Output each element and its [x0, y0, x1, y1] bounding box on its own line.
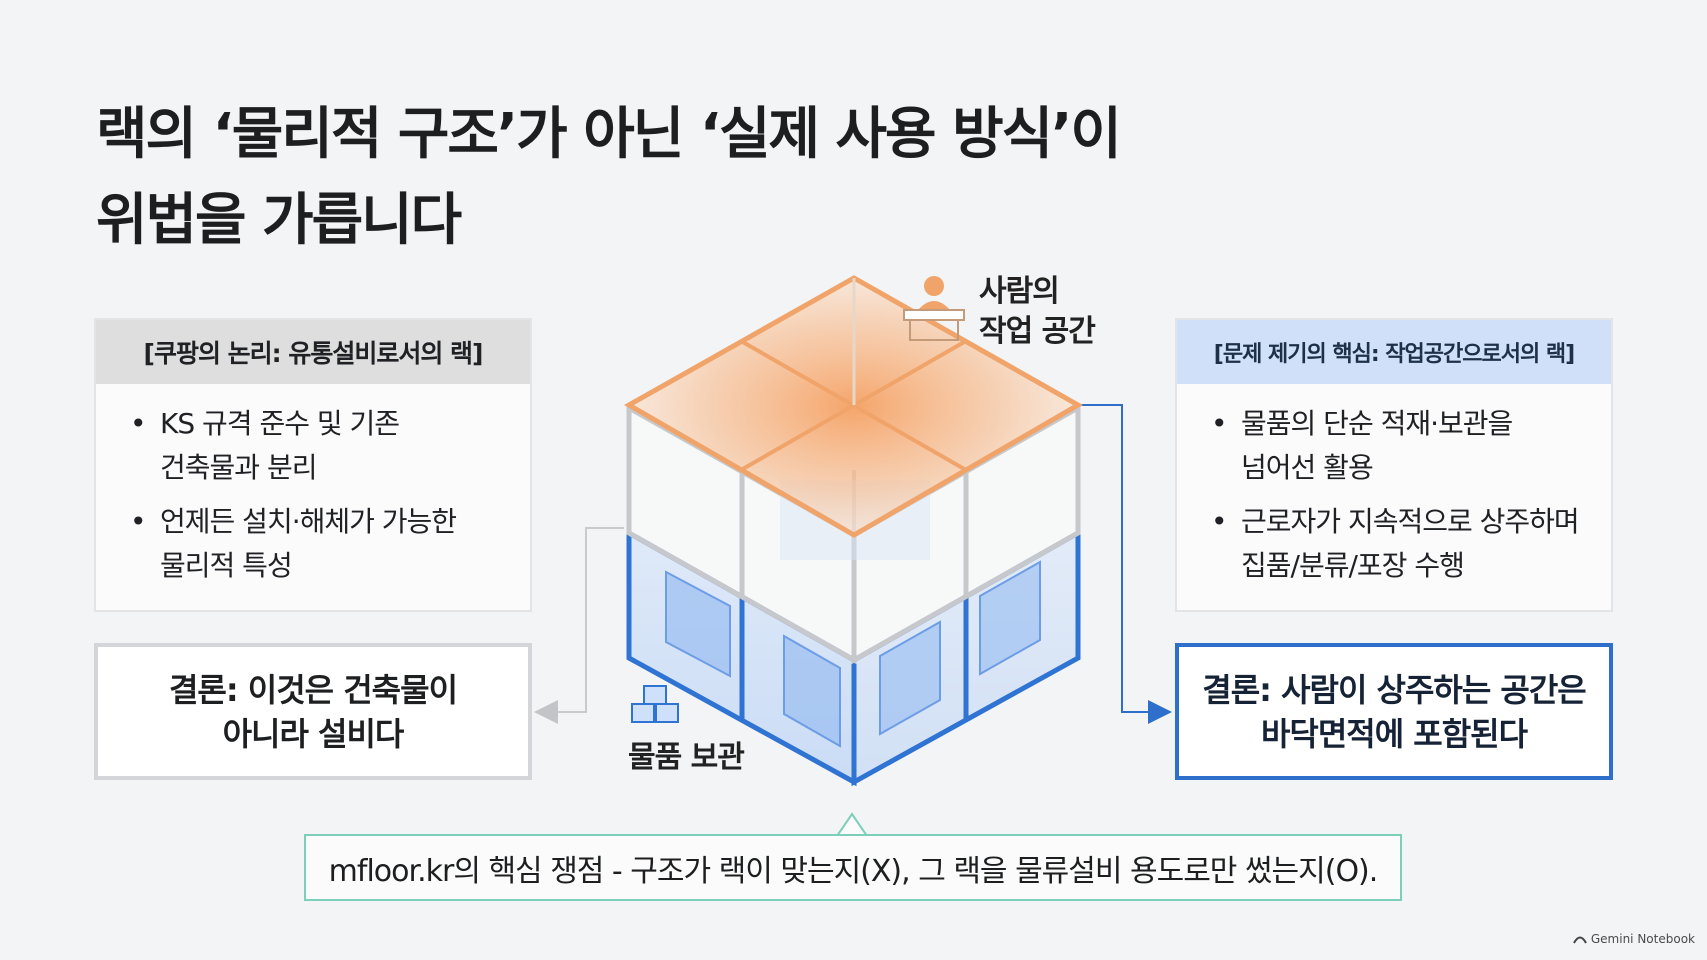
left-conclusion-box: 결론: 이것은 건축물이 아니라 설비다 — [94, 643, 532, 780]
list-item: 근로자가 지속적으로 상주하며 집품/분류/포장 수행 — [1211, 500, 1601, 588]
person-at-desk-icon — [903, 276, 965, 341]
title-line-1: 랙의 ‘물리적 구조’가 아닌 ‘실제 사용 방식’이 — [96, 102, 1122, 167]
list-item: KS 규격 준수 및 기존 건축물과 분리 — [130, 402, 520, 490]
work-space-label: 사람의 작업 공간 — [979, 274, 1096, 349]
title-line-2: 위법을 가릅니다 — [96, 188, 462, 253]
storage-box — [879, 620, 941, 736]
brand-mark: Gemini Notebook — [1572, 932, 1695, 946]
list-item: 언제든 설치·해체가 가능한 물리적 특성 — [130, 500, 520, 588]
list-item: 물품의 단순 적재·보관을 넘어선 활용 — [1211, 402, 1601, 490]
brand-name: Gemini Notebook — [1590, 932, 1695, 946]
page-title: 랙의 ‘물리적 구조’가 아닌 ‘실제 사용 방식’이 위법을 가릅니다 — [96, 92, 1122, 264]
storage-box — [783, 634, 841, 748]
workspace-issue-panel: [문제 제기의 핵심: 작업공간으로서의 랙] 물품의 단순 적재·보관을 넘어… — [1175, 318, 1613, 612]
storage-box — [665, 570, 731, 678]
workspace-issue-header: [문제 제기의 핵심: 작업공간으로서의 랙] — [1177, 320, 1611, 384]
coupang-logic-header: [쿠팡의 논리: 유통설비로서의 랙] — [96, 320, 530, 384]
boxes-icon — [631, 685, 679, 723]
bottom-note-pointer — [836, 812, 868, 837]
coupang-logic-list: KS 규격 준수 및 기존 건축물과 분리 언제든 설치·해체가 가능한 물리적… — [96, 384, 530, 588]
storage-label: 물품 보관 — [628, 740, 745, 775]
key-issue-note: mfloor.kr의 핵심 쟁점 - 구조가 랙이 맞는지(X), 그 랙을 물… — [304, 834, 1402, 901]
storage-box — [979, 560, 1041, 676]
coupang-logic-panel: [쿠팡의 논리: 유통설비로서의 랙] KS 규격 준수 및 기존 건축물과 분… — [94, 318, 532, 612]
workspace-issue-list: 물품의 단순 적재·보관을 넘어선 활용 근로자가 지속적으로 상주하며 집품/… — [1177, 384, 1611, 588]
right-conclusion-box: 결론: 사람이 상주하는 공간은 바닥면적에 포함된다 — [1175, 643, 1613, 780]
notebook-logo-icon — [1572, 936, 1587, 944]
